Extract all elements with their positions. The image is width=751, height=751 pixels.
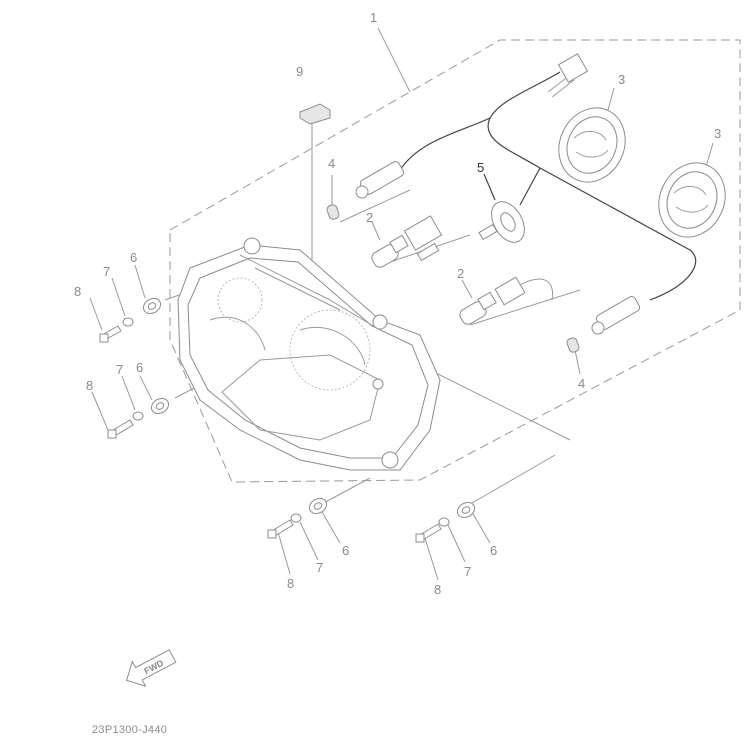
callout-1: 1 <box>370 10 377 25</box>
callout-8-lower-left: 8 <box>86 378 93 393</box>
bulb-upper <box>371 215 443 268</box>
callout-9: 9 <box>296 64 303 79</box>
socket-cord-part-5 <box>478 201 525 243</box>
callout-7-bottom-center: 7 <box>316 560 323 575</box>
callout-3-lower: 3 <box>714 126 721 141</box>
wiring-harness <box>399 53 697 301</box>
callout-3-upper: 3 <box>618 72 625 87</box>
callout-6-lower-left: 6 <box>136 360 143 375</box>
callout-labels: 1 9 4 2 2 3 3 5 4 6 7 8 6 7 8 6 7 8 6 7 … <box>74 10 721 597</box>
callout-8-upper-left: 8 <box>74 284 81 299</box>
bulb-cover-upper <box>558 107 626 183</box>
callout-7-bottom-right: 7 <box>464 564 471 579</box>
callout-8-bottom-center: 8 <box>287 576 294 591</box>
fastener-set-bottom-center <box>267 497 328 539</box>
socket-upper <box>355 161 405 199</box>
position-bulb-upper <box>326 204 340 220</box>
bulb-cover-lower <box>658 162 726 238</box>
callout-6-upper-left: 6 <box>130 250 137 265</box>
callout-8-bottom-right: 8 <box>434 582 441 597</box>
diagram-code: 23P1300-J440 <box>92 724 167 736</box>
fastener-set-upper-left <box>99 297 162 343</box>
fwd-arrow-icon: FWD <box>125 649 177 687</box>
socket-lower <box>591 296 641 335</box>
position-bulb-lower <box>566 337 580 353</box>
assembly-boundary <box>169 39 741 483</box>
clip-part-9 <box>299 103 331 125</box>
callout-2-lower: 2 <box>457 266 464 281</box>
callout-2-upper: 2 <box>366 210 373 225</box>
headlight-housing <box>177 237 441 471</box>
callout-4-lower: 4 <box>578 376 585 391</box>
callout-7-lower-left: 7 <box>116 362 123 377</box>
callout-7-upper-left: 7 <box>103 264 110 279</box>
callout-6-bottom-right: 6 <box>490 543 497 558</box>
fastener-set-lower-left <box>107 397 170 439</box>
fastener-set-bottom-right <box>415 501 476 543</box>
bulb-lower <box>459 276 554 325</box>
callout-4-upper: 4 <box>328 156 335 171</box>
callout-6-bottom-center: 6 <box>342 543 349 558</box>
callout-5: 5 <box>477 160 484 175</box>
